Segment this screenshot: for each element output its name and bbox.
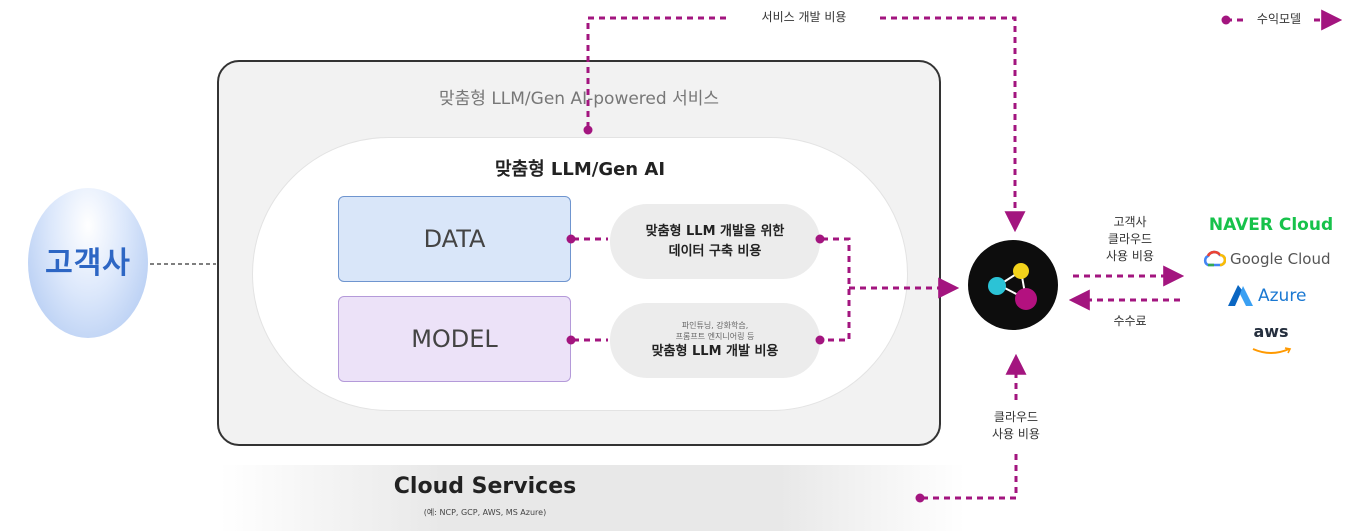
data-cost-line1: 맞춤형 LLM 개발을 위한 bbox=[645, 223, 785, 239]
node-magenta bbox=[1015, 288, 1037, 310]
data-cost-line2: 데이터 구축 비용 bbox=[668, 243, 762, 259]
customer-cloud-line3: 사용 비용 bbox=[1106, 249, 1154, 263]
legend-dot bbox=[1221, 15, 1231, 25]
google-cloud-logo: Google Cloud bbox=[1202, 247, 1344, 271]
cloud-services-title: Cloud Services bbox=[393, 474, 577, 499]
node-yellow bbox=[1013, 263, 1029, 279]
aws-logo: aws bbox=[1248, 322, 1294, 356]
bracket-line bbox=[822, 237, 851, 342]
model-label: MODEL bbox=[411, 325, 498, 353]
data-label: DATA bbox=[423, 225, 486, 253]
customer-cloud-line1: 고객사 bbox=[1113, 215, 1147, 229]
customer-circle bbox=[28, 188, 148, 338]
network-icon bbox=[988, 263, 1037, 310]
llm-title: 맞춤형 LLM/Gen AI bbox=[494, 159, 666, 180]
azure-icon bbox=[1228, 285, 1253, 306]
google-cloud-text: Google Cloud bbox=[1230, 250, 1331, 268]
model-cost-sub1: 파인튜닝, 강화학습, bbox=[681, 320, 749, 330]
cloud-services-bar bbox=[220, 465, 965, 531]
model-cost-dot bbox=[815, 335, 825, 345]
customer-label: 고객사 bbox=[45, 246, 131, 281]
aws-text: aws bbox=[1253, 322, 1289, 341]
model-cost-main: 맞춤형 LLM 개발 비용 bbox=[651, 343, 779, 359]
cloud-usage-label: 클라우드 사용 비용 bbox=[966, 409, 1066, 443]
google-cloud-icon bbox=[1203, 250, 1226, 267]
azure-text: Azure bbox=[1258, 286, 1307, 306]
aws-smile-icon bbox=[1252, 347, 1292, 354]
model-link-dot bbox=[566, 335, 576, 345]
model-cost-pill: 파인튜닝, 강화학습, 프롬프트 엔지니어링 등 맞춤형 LLM 개발 비용 bbox=[610, 303, 820, 378]
hub-icon bbox=[968, 240, 1058, 330]
fee-label: 수수료 bbox=[1113, 314, 1147, 328]
service-dev-cost-label: 서비스 개발 비용 bbox=[761, 10, 847, 24]
cloud-usage-line bbox=[922, 358, 1016, 500]
model-cost-sub2: 프롬프트 엔지니어링 등 bbox=[675, 331, 755, 341]
top-dev-start-dot bbox=[583, 125, 593, 135]
cloud-services-sub: (예: NCP, GCP, AWS, MS Azure) bbox=[423, 508, 547, 517]
data-cost-dot bbox=[815, 234, 825, 244]
data-cost-pill: 맞춤형 LLM 개발을 위한 데이터 구축 비용 bbox=[610, 204, 820, 279]
model-box: MODEL bbox=[338, 296, 571, 382]
service-title: 맞춤형 LLM/Gen AI-powered 서비스 bbox=[439, 89, 719, 109]
cloud-usage-line2: 사용 비용 bbox=[992, 427, 1040, 441]
naver-cloud-logo: NAVER Cloud bbox=[1208, 215, 1334, 235]
cloud-usage-line1: 클라우드 bbox=[993, 410, 1039, 424]
node-cyan bbox=[988, 277, 1006, 295]
data-link-dot bbox=[566, 234, 576, 244]
azure-logo: Azure bbox=[1226, 283, 1306, 309]
customer-cloud-label: 고객사 클라우드 사용 비용 bbox=[1082, 214, 1178, 265]
data-box: DATA bbox=[338, 196, 571, 282]
cloud-start-dot bbox=[915, 493, 925, 503]
customer-cloud-line2: 클라우드 bbox=[1107, 232, 1153, 246]
top-dev-line bbox=[586, 16, 1015, 228]
legend-label: 수익모델 bbox=[1256, 12, 1302, 26]
